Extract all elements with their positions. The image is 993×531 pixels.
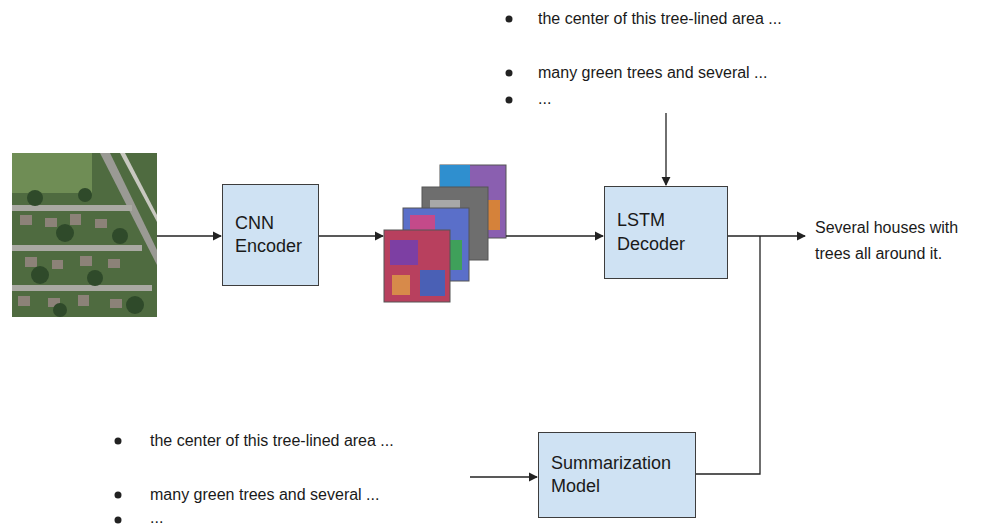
bullet-text: ... (150, 505, 163, 531)
bullet-text: many green trees and several ... (150, 482, 379, 508)
process-box: LSTM Decoder (604, 186, 728, 279)
arrow (728, 235, 805, 236)
arrow (157, 235, 221, 236)
bullet-text: the center of this tree-lined area ... (538, 6, 782, 32)
box-text-group: Summarization Model (551, 452, 683, 499)
aerial-image (12, 153, 157, 317)
arrow (319, 235, 383, 236)
feature-maps (384, 165, 506, 302)
output-caption: Several houses with trees all around it. (815, 215, 989, 266)
flow-arrows (157, 113, 805, 477)
box-label: Summarization Model (551, 452, 683, 499)
bullets (115, 16, 513, 524)
box-label: CNN Encoder (235, 212, 306, 259)
bullet-text: ... (538, 86, 551, 112)
box-text-group: LSTM Decoder (617, 209, 715, 256)
process-box: CNN Encoder (222, 184, 319, 286)
arrow (470, 476, 537, 477)
process-box: Summarization Model (538, 432, 696, 518)
arrow (665, 113, 666, 185)
bullet-text: many green trees and several ... (538, 60, 767, 86)
bullet-text: the center of this tree-lined area ... (150, 428, 394, 454)
arrow (506, 235, 603, 236)
box-text-group: CNN Encoder (235, 212, 306, 259)
box-label: LSTM Decoder (617, 209, 715, 256)
